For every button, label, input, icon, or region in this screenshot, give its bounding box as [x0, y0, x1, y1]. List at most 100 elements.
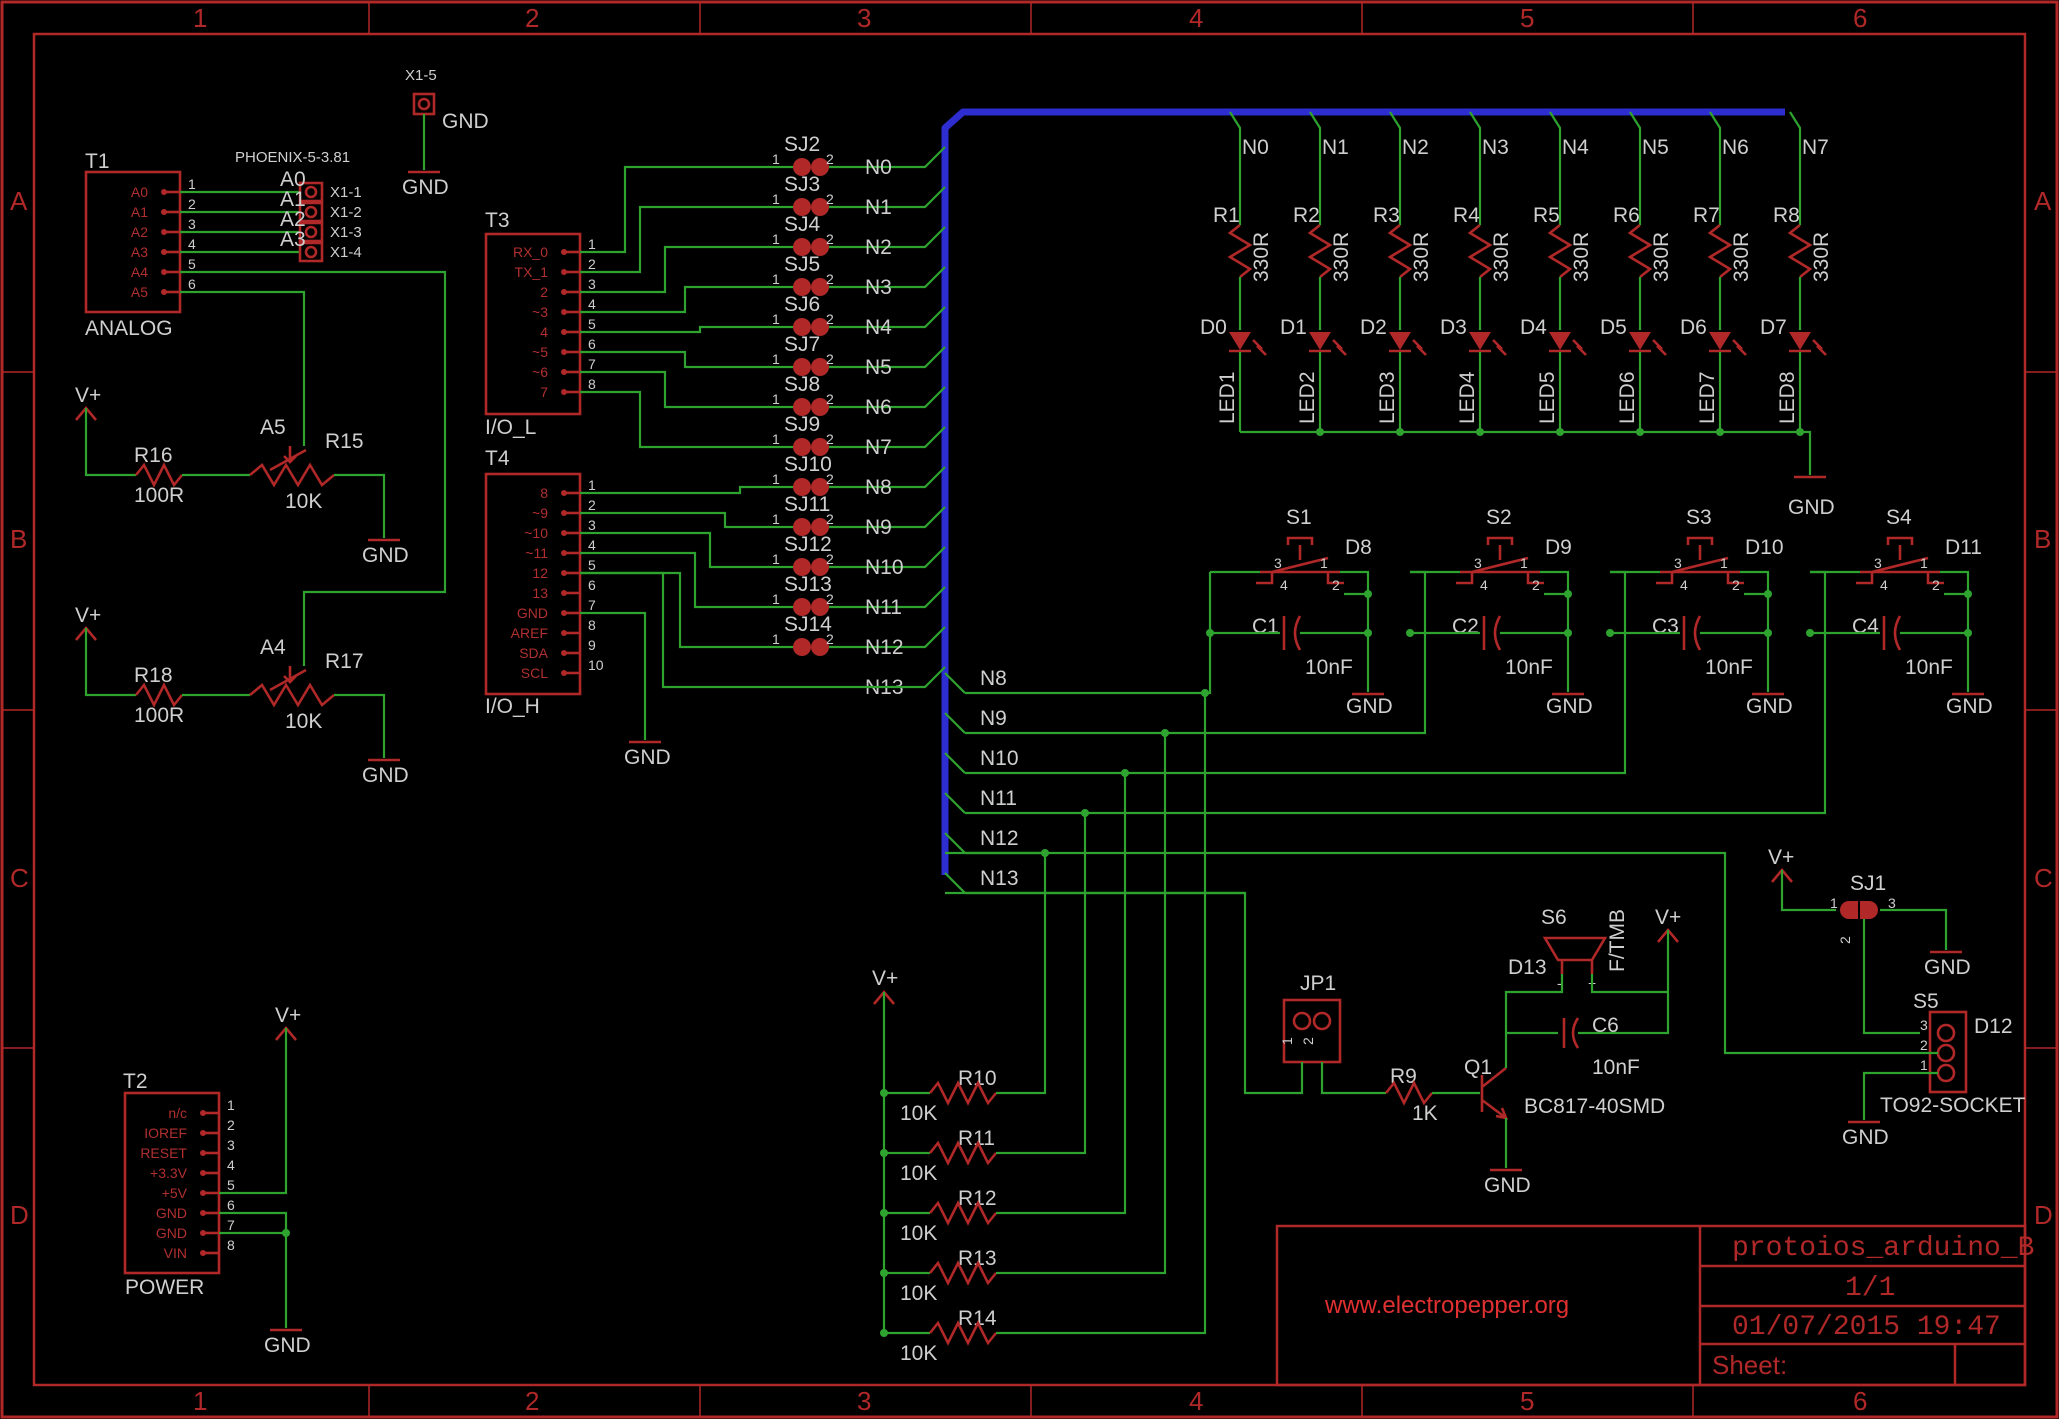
switch-pin-number: 4: [1680, 577, 1688, 593]
header-pin-number: 2: [588, 497, 596, 513]
led-label: D4: [1520, 316, 1547, 339]
switch-pin-number: 2: [1732, 577, 1740, 593]
solder-pin-number: 1: [772, 271, 780, 287]
switch-label: S1: [1286, 506, 1312, 529]
sheet-label: Sheet:: [1712, 1350, 1787, 1380]
header-pin-label: n/c: [168, 1105, 187, 1121]
header-pin-label: GND: [156, 1205, 187, 1221]
solder-pad: [793, 398, 811, 416]
solder-pin-number: 1: [772, 151, 780, 167]
solder-pad: [793, 478, 811, 496]
svg-text:GND: GND: [362, 764, 409, 787]
header-pin-label: RX_0: [513, 244, 548, 260]
svg-text:T3: T3: [485, 209, 510, 232]
switch-contact: [1871, 556, 1929, 574]
led-arrow: [1736, 345, 1747, 356]
solder-jumper-label: SJ13: [784, 573, 832, 596]
svg-text:R15: R15: [325, 430, 364, 453]
svg-text:JP1: JP1: [1300, 972, 1336, 995]
solder-pin-number: 1: [772, 311, 780, 327]
header-pin-label: VIN: [164, 1245, 187, 1261]
led-body: [1549, 332, 1571, 350]
header-pin-number: 3: [188, 216, 196, 232]
solder-pad: [793, 238, 811, 256]
wire: [996, 773, 1127, 1215]
svg-text:A5: A5: [260, 416, 286, 439]
website-url: www.electropepper.org: [1324, 1292, 1569, 1319]
switch-label: S3: [1686, 506, 1712, 529]
resistor-body: [1547, 223, 1573, 279]
solder-pad: [793, 598, 811, 616]
solder-pad: [811, 598, 829, 616]
switch-pin-number: 2: [1332, 577, 1340, 593]
net-label: N2: [865, 236, 892, 259]
led-resistor-value: 330R: [1650, 232, 1673, 282]
terminal-screw-hole: [304, 225, 318, 239]
switch-cap-value: 10nF: [1505, 656, 1553, 679]
solder-pad: [811, 358, 829, 376]
wire: [1740, 570, 1770, 692]
solder-pad: [793, 158, 811, 176]
svg-text:V+: V+: [1768, 846, 1794, 869]
net-label: N13: [980, 867, 1019, 890]
grid-col-bottom: 4: [1189, 1386, 1203, 1416]
solder-jumper-label: SJ9: [784, 413, 820, 436]
wire: [1309, 111, 1322, 225]
led-name: LED2: [1296, 371, 1319, 424]
header-pin-number: 8: [588, 376, 596, 392]
junction: [880, 1209, 888, 1217]
led-body: [1709, 332, 1731, 350]
switch-leg: [1726, 572, 1744, 585]
led-name: LED6: [1616, 371, 1639, 424]
switch-pin-number: 2: [1532, 577, 1540, 593]
switch-contact: [1271, 556, 1329, 574]
resistor-body: [1787, 223, 1813, 279]
svg-text:1: 1: [1920, 1057, 1928, 1073]
solder-pad: [811, 558, 829, 576]
svg-text:ANALOG: ANALOG: [85, 317, 173, 340]
terminal-analog-label: A3: [280, 228, 306, 251]
switch-cap-label: C4: [1852, 615, 1879, 638]
junction: [1564, 629, 1572, 637]
solder-pad: [793, 558, 811, 576]
switch-cap-value: 10nF: [1905, 656, 1953, 679]
led-resistor-label: R2: [1293, 204, 1320, 227]
switch-pin-number: 1: [1720, 555, 1728, 571]
solder-pin-number: 1: [772, 351, 780, 367]
wire: [1540, 570, 1570, 692]
solder-pad: [793, 198, 811, 216]
pullup-value: 10K: [900, 1282, 937, 1305]
header-pin-number: 4: [588, 537, 596, 553]
solder-jumper-label: SJ6: [784, 293, 820, 316]
solder-pin-number: 2: [826, 471, 834, 487]
resistor-body: [928, 1260, 998, 1286]
pullup-value: 10K: [900, 1222, 937, 1245]
header-pin-label: +3.3V: [150, 1165, 188, 1181]
solder-pad: [811, 198, 829, 216]
wire: [580, 245, 793, 294]
switch-cap-label: C2: [1452, 615, 1479, 638]
svg-text:BC817-40SMD: BC817-40SMD: [1524, 1095, 1665, 1118]
bus-entry: [944, 752, 966, 774]
switch-pin-number: 1: [1320, 555, 1328, 571]
grid-row-left: A: [10, 186, 28, 216]
led-label: D3: [1440, 316, 1467, 339]
solder-pin-number: 2: [826, 591, 834, 607]
switch-leg: [1656, 572, 1674, 585]
header-pin-number: 9: [588, 637, 596, 653]
header-pin-number: 3: [227, 1137, 235, 1153]
gnd-label: GND: [1346, 695, 1393, 718]
header-pin-number: 7: [227, 1217, 235, 1233]
svg-text:F/TMB: F/TMB: [1606, 909, 1629, 972]
header-pin-label: A1: [131, 204, 148, 220]
led-resistor-label: R7: [1693, 204, 1720, 227]
header-pin-number: 5: [227, 1177, 235, 1193]
header-pin-label: ~11: [525, 545, 548, 561]
svg-text:GND: GND: [402, 176, 449, 199]
led-arrow: [1656, 345, 1667, 356]
wire: [965, 572, 1212, 695]
terminal-screw: [298, 241, 324, 263]
svg-text:GND: GND: [442, 110, 489, 133]
